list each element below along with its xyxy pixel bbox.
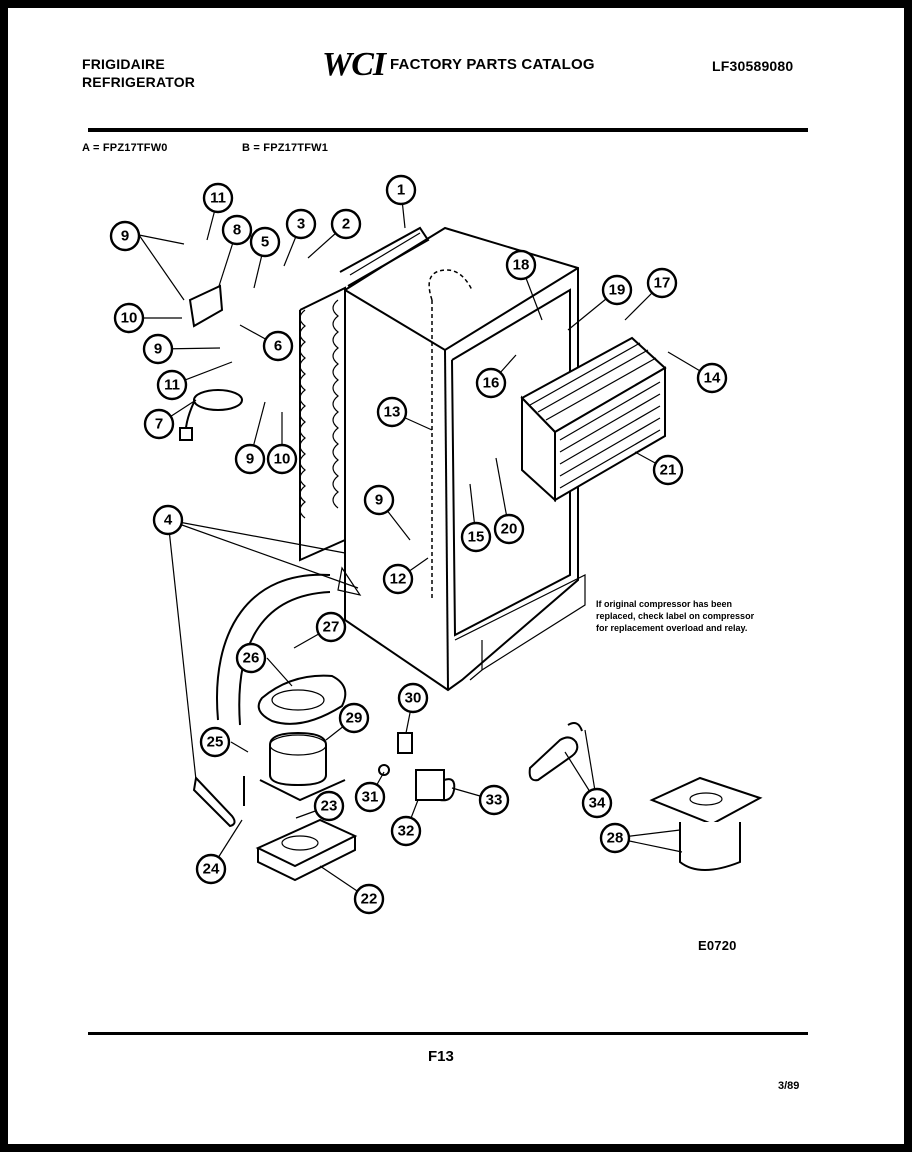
callout-8: 8 [233, 222, 241, 239]
callout-22: 22 [361, 891, 378, 908]
callout-14: 14 [704, 370, 721, 387]
callout-16: 16 [483, 375, 500, 392]
callout-3: 3 [297, 216, 305, 233]
catalog-title: FACTORY PARTS CATALOG [390, 56, 595, 73]
callout-12: 12 [390, 571, 407, 588]
callout-9-top: 9 [121, 228, 129, 245]
drain-tube [428, 269, 473, 600]
callout-33: 33 [486, 792, 503, 809]
header-divider [88, 128, 808, 132]
callout-28: 28 [607, 830, 624, 847]
page-number: F13 [428, 1048, 454, 1065]
callout-24: 24 [203, 861, 220, 878]
callout-13: 13 [384, 404, 401, 421]
drain-pan [257, 674, 347, 725]
callout-10-low: 10 [274, 451, 291, 468]
callout-10-top: 10 [121, 310, 138, 327]
callout-23: 23 [321, 798, 338, 815]
callouts: 1 2 3 4 5 6 7 8 9 9 9 9 10 10 11 11 12 1… [109, 174, 728, 915]
capacitor [528, 722, 583, 782]
callout-34: 34 [589, 795, 606, 812]
arrow-head [337, 566, 362, 596]
callout-21: 21 [660, 462, 677, 479]
base-bracket [255, 818, 358, 882]
model-b-label: B = FPZ17TFW1 [242, 142, 329, 154]
power-cord [179, 389, 243, 441]
callout-4: 4 [164, 512, 173, 529]
evaporator-coil [520, 336, 667, 503]
callout-30: 30 [405, 690, 422, 707]
footer-divider [88, 1032, 808, 1035]
callout-6: 6 [274, 338, 282, 355]
callout-32: 32 [398, 823, 415, 840]
callout-29: 29 [346, 710, 363, 727]
callout-9-mid: 9 [154, 341, 162, 358]
callout-11-low: 11 [164, 377, 180, 394]
catalog-number: LF30589080 [712, 58, 794, 74]
callout-19: 19 [609, 282, 626, 299]
callout-26: 26 [243, 650, 260, 667]
callout-2: 2 [342, 216, 350, 233]
thermostat-tube [192, 775, 245, 828]
compressor-replacement-note: If original compressor has been replaced… [596, 599, 755, 633]
callout-7: 7 [155, 416, 163, 433]
compressor [259, 731, 346, 802]
diagram-code: E0720 [698, 938, 737, 953]
callout-17: 17 [654, 275, 671, 292]
callout-15: 15 [468, 529, 485, 546]
revision-date: 3/89 [778, 1080, 800, 1092]
callout-18: 18 [513, 257, 530, 274]
condenser-coil [299, 226, 430, 562]
callout-20: 20 [501, 521, 518, 538]
wci-logo: WCI [322, 46, 386, 83]
callout-11-top: 11 [210, 190, 226, 207]
callout-31: 31 [362, 789, 379, 806]
callout-9-right: 9 [375, 492, 383, 509]
model-a-label: A = FPZ17TFW0 [82, 142, 168, 154]
mounting-bracket [188, 284, 224, 328]
tubing-arc [216, 573, 331, 721]
tubing-arc-inner [238, 591, 331, 726]
callout-27: 27 [323, 619, 340, 636]
callout-9-low: 9 [246, 451, 254, 468]
callout-1: 1 [397, 182, 405, 199]
callout-25: 25 [207, 734, 224, 751]
callout-5: 5 [261, 234, 269, 251]
relay-overload [378, 732, 456, 802]
replacement-compressor [649, 776, 763, 871]
brand-name: FRIGIDAIRE [82, 56, 165, 72]
product-type: REFRIGERATOR [82, 74, 196, 90]
